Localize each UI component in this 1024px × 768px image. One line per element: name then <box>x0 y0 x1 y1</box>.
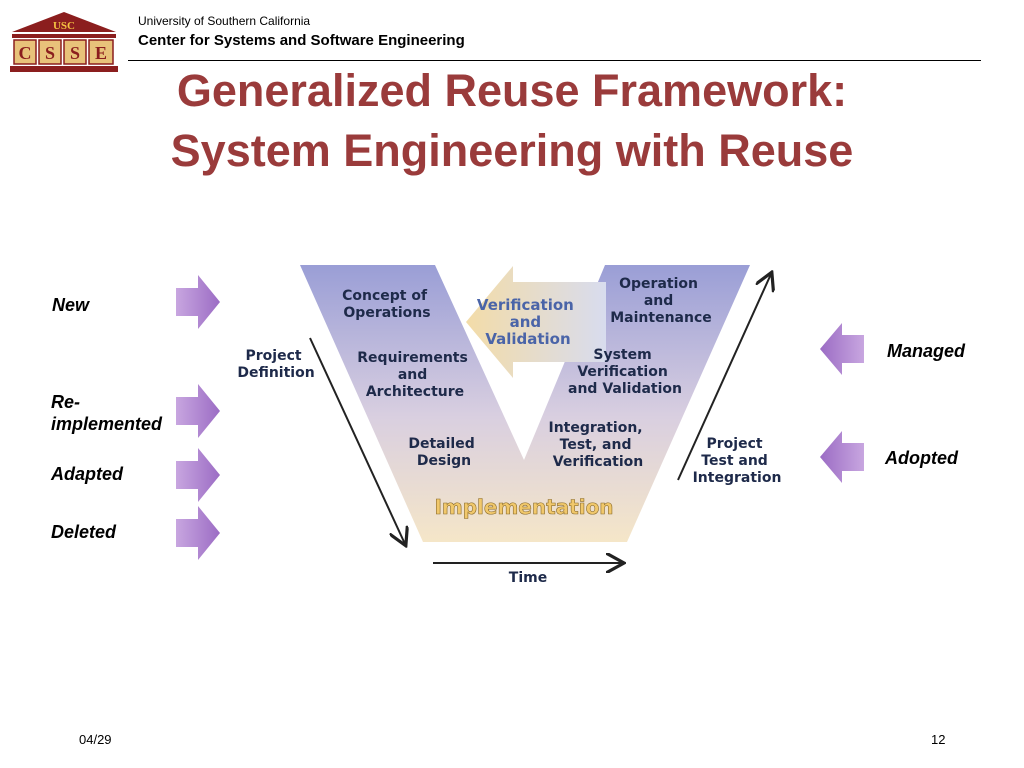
university-name: University of Southern California <box>138 14 311 28</box>
logo-letter: C <box>19 43 32 63</box>
project-definition-label: Project Definition <box>237 348 314 381</box>
logo-usc-text: USC <box>53 20 75 32</box>
logo-letter: S <box>45 43 55 63</box>
arrow-right-icon <box>176 448 220 502</box>
arrow-left-icon <box>820 323 864 375</box>
arrow-right-icon <box>176 506 220 560</box>
label-reimplemented-2: implemented <box>51 414 163 434</box>
arrow-right-icon <box>176 275 220 329</box>
vv-arrow <box>466 266 606 378</box>
requirements-label: Requirements and Architecture <box>357 350 472 400</box>
csse-logo: USC C S S E <box>10 12 118 72</box>
arrow-right-icon <box>176 384 220 438</box>
implementation-label: Implementation <box>434 495 613 519</box>
project-test-label: Project Test and Integration <box>693 436 782 486</box>
label-reimplemented-1: Re- <box>51 392 81 412</box>
footer-page-number: 12 <box>931 732 946 747</box>
label-managed: Managed <box>887 341 966 361</box>
slide-title-line-2: System Engineering with Reuse <box>170 125 854 176</box>
project-definition-arrow <box>309 337 405 544</box>
logo-letter: E <box>95 43 107 63</box>
detailed-design-label: Detailed Design <box>408 436 479 469</box>
label-deleted: Deleted <box>51 522 117 542</box>
v-shape <box>300 265 750 542</box>
label-adapted: Adapted <box>51 464 123 484</box>
concept-label: Concept of Operations <box>342 288 432 321</box>
footer-date: 04/29 <box>79 732 112 747</box>
project-test-arrow <box>677 274 771 481</box>
arrow-left-icon <box>820 431 864 483</box>
slide-title-line-1: Generalized Reuse Framework: <box>176 65 848 116</box>
center-name: Center for Systems and Software Engineer… <box>138 32 465 49</box>
system-vv-label: System Verification and Validation <box>568 347 682 397</box>
integration-label: Integration, Test, and Verification <box>548 420 647 470</box>
label-new: New <box>52 295 90 315</box>
label-adopted: Adopted <box>885 448 958 468</box>
vv-label: Verification and Validation <box>477 296 579 348</box>
logo-letter: S <box>70 43 80 63</box>
time-label: Time <box>509 570 547 586</box>
operation-label: Operation and Maintenance <box>610 276 712 326</box>
header-divider <box>128 60 981 61</box>
